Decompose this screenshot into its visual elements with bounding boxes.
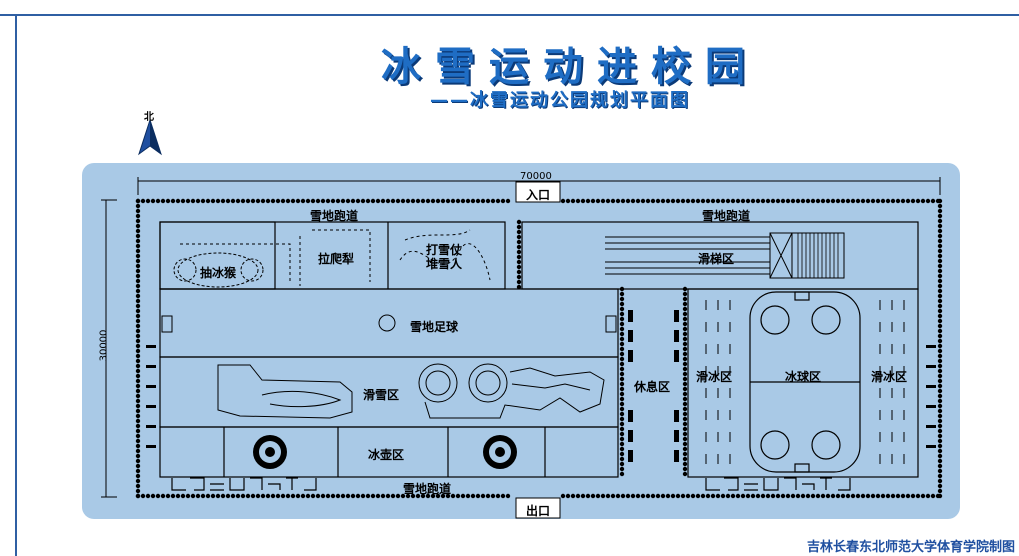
exit-label: 出口 [526, 504, 551, 518]
zone-skate-right: 滑冰区 [871, 370, 908, 384]
zone-slide: 滑梯区 [698, 252, 735, 266]
outline-ice-area [687, 288, 919, 478]
zone-track-top-right: 雪地跑道 [702, 209, 751, 223]
zone-sled: 拉爬犁 [318, 252, 355, 266]
zone-rest: 休息区 [634, 380, 671, 394]
zone-hockey: 冰球区 [785, 370, 822, 384]
soccer-goal-left [161, 315, 173, 333]
exit-gate [515, 497, 561, 519]
dimension-width-line [137, 177, 941, 195]
dimension-height-line [101, 199, 117, 498]
zone-ski: 滑雪区 [363, 388, 400, 402]
entrance-label: 入口 [526, 188, 551, 202]
zone-track-top-left: 雪地跑道 [310, 209, 359, 223]
perimeter-fence [135, 198, 943, 499]
park-ground [82, 163, 960, 519]
decorative-pattern-right [705, 477, 851, 491]
dimension-height-label: 30000 [98, 329, 110, 362]
rest-area-benches [146, 310, 936, 462]
frame-left-border [0, 16, 17, 556]
soccer-goal-right [605, 315, 617, 333]
zone-track-bottom: 雪地跑道 [403, 482, 452, 496]
ski-course [217, 363, 605, 419]
dimension-width-label: 70000 [520, 171, 552, 182]
north-arrow-icon [138, 118, 162, 156]
curling-target-right [483, 435, 517, 469]
credit-label: 吉林长春东北师范大学体育学院制图 [806, 540, 1015, 555]
hockey-rink [749, 291, 861, 473]
decorative-pattern-left [171, 477, 317, 491]
frame-top-border [0, 0, 1019, 16]
slide-stairs [797, 233, 839, 278]
soccer-center-circle [378, 314, 396, 332]
outline-curling [159, 426, 619, 478]
zone-snowball: 打雪仗 堆雪人 [426, 243, 463, 271]
zone-curling: 冰壶区 [368, 448, 405, 462]
zone-soccer: 雪地足球 [410, 320, 459, 334]
skate-lane-markings [705, 300, 905, 464]
page-title: 冰雪运动进校园 [381, 44, 759, 90]
entrance-gate [515, 181, 561, 203]
slide-structure [605, 232, 845, 279]
zone-top-spinning: 抽冰猴 [200, 266, 237, 280]
curling-target-left [253, 435, 287, 469]
page-subtitle: ——冰雪运动公园规划平面图 [430, 90, 690, 111]
zone-skate-left: 滑冰区 [696, 370, 733, 384]
north-label: 北 [144, 112, 154, 123]
